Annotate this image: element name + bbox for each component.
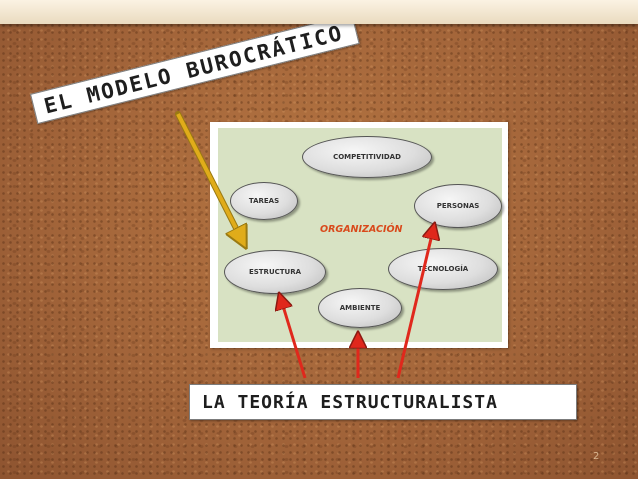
node-personas-label: PERSONAS — [436, 202, 480, 210]
node-tareas-label: TAREAS — [248, 197, 280, 205]
node-estructura: ESTRUCTURA — [224, 250, 326, 294]
organization-diagram: COMPETITIVIDAD TAREAS PERSONAS ORGANIZAC… — [210, 122, 508, 348]
diagram-center-label: ORGANIZACIÓN — [320, 224, 403, 235]
node-personas: PERSONAS — [414, 184, 502, 228]
node-competitividad: COMPETITIVIDAD — [302, 136, 432, 178]
node-ambiente: AMBIENTE — [318, 288, 402, 328]
node-competitividad-label: COMPETITIVIDAD — [333, 153, 401, 161]
node-tareas: TAREAS — [230, 182, 298, 220]
node-ambiente-label: AMBIENTE — [339, 304, 381, 312]
page-number: 2 — [593, 451, 600, 462]
diagram-canvas: COMPETITIVIDAD TAREAS PERSONAS ORGANIZAC… — [218, 128, 502, 342]
node-tecnologia: TECNOLOGÍA — [388, 248, 498, 290]
bottom-label-teoria-estructuralista: LA TEORÍA ESTRUCTURALISTA — [189, 384, 577, 420]
node-tecnologia-label: TECNOLOGÍA — [417, 265, 469, 273]
node-estructura-label: ESTRUCTURA — [248, 268, 302, 276]
board-frame-top — [0, 0, 638, 24]
